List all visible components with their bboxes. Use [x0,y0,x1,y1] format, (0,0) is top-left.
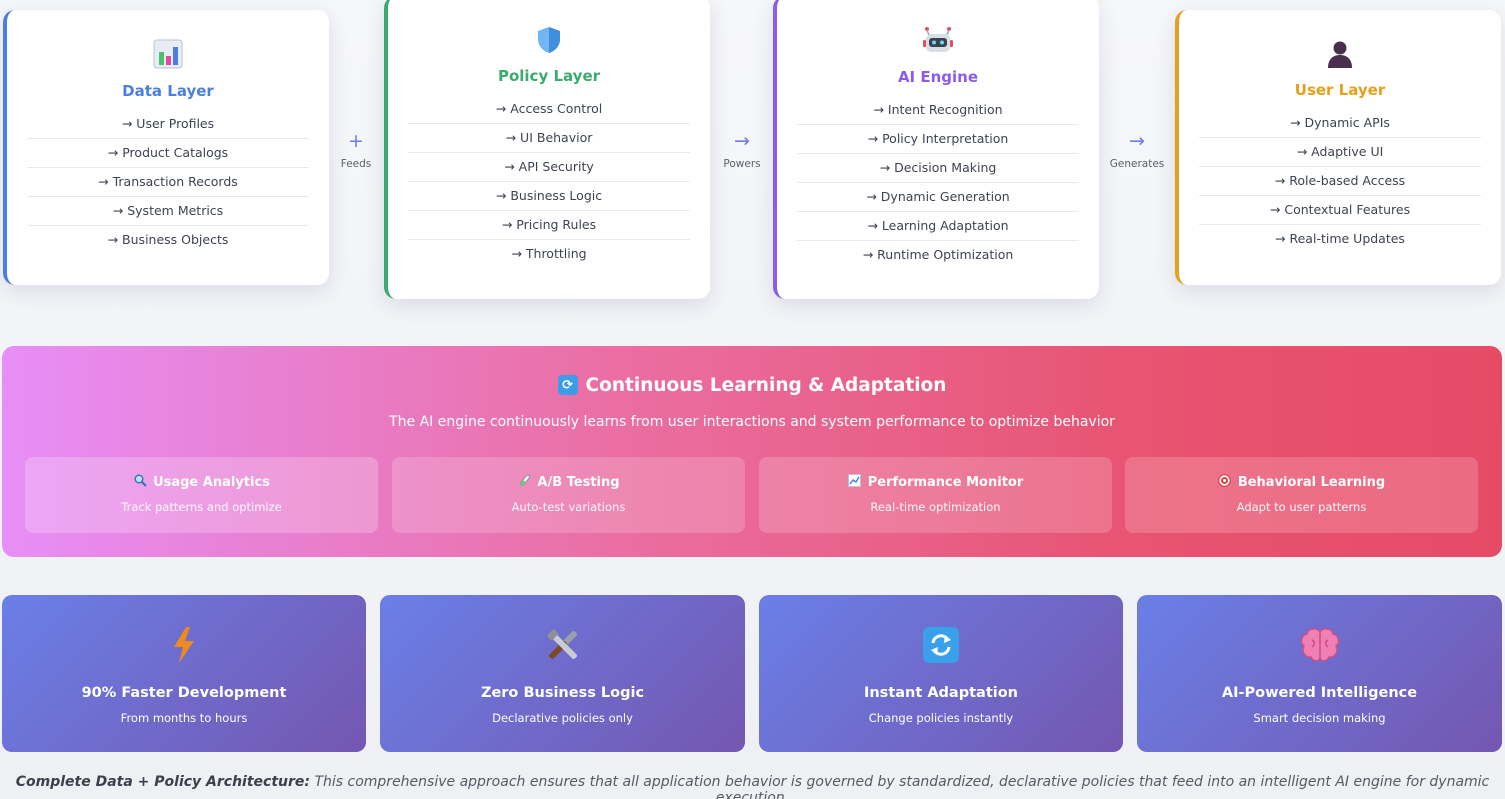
magnifier-icon [133,474,147,490]
connector-feeds: + Feeds [326,130,386,170]
learning-subtitle: The AI engine continuously learns from u… [389,414,1115,430]
layer-item: → System Metrics [27,197,309,226]
benefit-desc: Declarative policies only [492,711,633,725]
layer-item: → Access Control [408,95,690,124]
summary-text: This comprehensive approach ensures that… [310,774,1490,799]
policy-layer-card: Policy Layer → Access Control → UI Behav… [384,0,710,299]
layer-item: → Intent Recognition [797,96,1079,125]
summary-heading: Complete Data + Policy Architecture: [15,774,311,790]
connector-powers: → Powers [712,130,772,170]
bar-chart-icon [150,36,186,72]
learning-title-row: ⟳ Continuous Learning & Adaptation [2,372,1502,398]
test-tube-icon [517,474,531,490]
refresh-icon: ⟳ [557,375,578,395]
feature-desc: Track patterns and optimize [121,500,282,514]
benefit-card-instant-adaptation: Instant Adaptation Change policies insta… [759,595,1123,752]
benefit-card-faster-development: 90% Faster Development From months to ho… [2,595,366,752]
layer-title: AI Engine [897,68,979,86]
layer-item: → API Security [408,153,690,182]
connector-label: Feeds [340,158,372,170]
chart-icon [848,474,862,490]
benefit-desc: From months to hours [120,711,248,725]
layer-item: → Contextual Features [1199,196,1481,225]
learning-banner: ⟳ Continuous Learning & Adaptation The A… [2,346,1502,557]
layer-item: → Business Objects [107,232,229,247]
layer-title: Data Layer [122,82,214,100]
benefit-desc: Smart decision making [1253,711,1386,725]
shield-icon [531,22,567,58]
feature-title: A/B Testing [537,474,620,490]
benefit-title: AI-Powered Intelligence [1221,685,1418,701]
data-layer-card: Data Layer → User Profiles → Product Cat… [3,10,329,285]
layer-item: → Pricing Rules [408,211,690,240]
layer-items: → Intent Recognition → Policy Interpreta… [797,96,1079,270]
layer-items: → Access Control → UI Behavior → API Sec… [408,95,690,269]
brain-icon [1137,625,1502,665]
feature-title: Behavioral Learning [1237,474,1386,490]
layer-title: Policy Layer [497,67,601,85]
architecture-summary: Complete Data + Policy Architecture: Thi… [0,774,1505,799]
layer-item: → Transaction Records [27,168,309,197]
feature-title: Performance Monitor [867,474,1024,490]
layer-item: → Adaptive UI [1199,138,1481,167]
layer-item: → Runtime Optimization [862,247,1014,262]
layer-item: → Product Catalogs [27,139,309,168]
refresh-icon [759,625,1123,665]
connector-generates: → Generates [1107,130,1167,170]
user-layer-card: User Layer → Dynamic APIs → Adaptive UI … [1175,10,1501,285]
feature-desc: Adapt to user patterns [1236,500,1367,514]
target-icon [1218,474,1232,490]
layer-items: → Dynamic APIs → Adaptive UI → Role-base… [1199,109,1481,254]
feature-desc: Real-time optimization [870,500,1001,514]
plus-symbol: + [348,130,364,152]
layer-item: → Learning Adaptation [797,212,1079,241]
learning-title: Continuous Learning & Adaptation [585,374,947,396]
layer-item: → Decision Making [797,154,1079,183]
benefit-card-ai-intelligence: AI-Powered Intelligence Smart decision m… [1137,595,1502,752]
connector-label: Generates [1109,158,1165,170]
benefit-desc: Change policies instantly [868,711,1014,725]
arrow-right-icon: → [1129,130,1145,152]
feature-usage-analytics: Usage Analytics Track patterns and optim… [25,457,378,533]
layer-items: → User Profiles → Product Catalogs → Tra… [27,110,309,255]
arrow-right-icon: → [734,130,750,152]
lightning-icon [2,625,366,665]
layer-item: → User Profiles [27,110,309,139]
feature-ab-testing: A/B Testing Auto-test variations [392,457,745,533]
benefit-title: Zero Business Logic [480,685,645,701]
layer-item: → Policy Interpretation [797,125,1079,154]
connector-label: Powers [723,158,761,170]
tools-icon [380,625,745,665]
feature-performance-monitor: Performance Monitor Real-time optimizati… [759,457,1112,533]
benefit-title: Instant Adaptation [863,685,1019,701]
layer-item: → Dynamic APIs [1199,109,1481,138]
layer-item: → UI Behavior [408,124,690,153]
layer-item: → Throttling [511,246,587,261]
layer-item: → Dynamic Generation [797,183,1079,212]
layer-item: → Role-based Access [1199,167,1481,196]
feature-title: Usage Analytics [153,474,270,490]
feature-behavioral-learning: Behavioral Learning Adapt to user patter… [1125,457,1478,533]
feature-desc: Auto-test variations [511,500,626,514]
benefit-card-zero-business-logic: Zero Business Logic Declarative policies… [380,595,745,752]
user-icon [1322,36,1358,72]
robot-icon [920,22,956,58]
layer-item: → Real-time Updates [1275,231,1405,246]
benefit-title: 90% Faster Development [81,685,287,701]
layer-item: → Business Logic [408,182,690,211]
ai-engine-card: AI Engine → Intent Recognition → Policy … [773,0,1099,299]
layer-title: User Layer [1294,81,1386,99]
